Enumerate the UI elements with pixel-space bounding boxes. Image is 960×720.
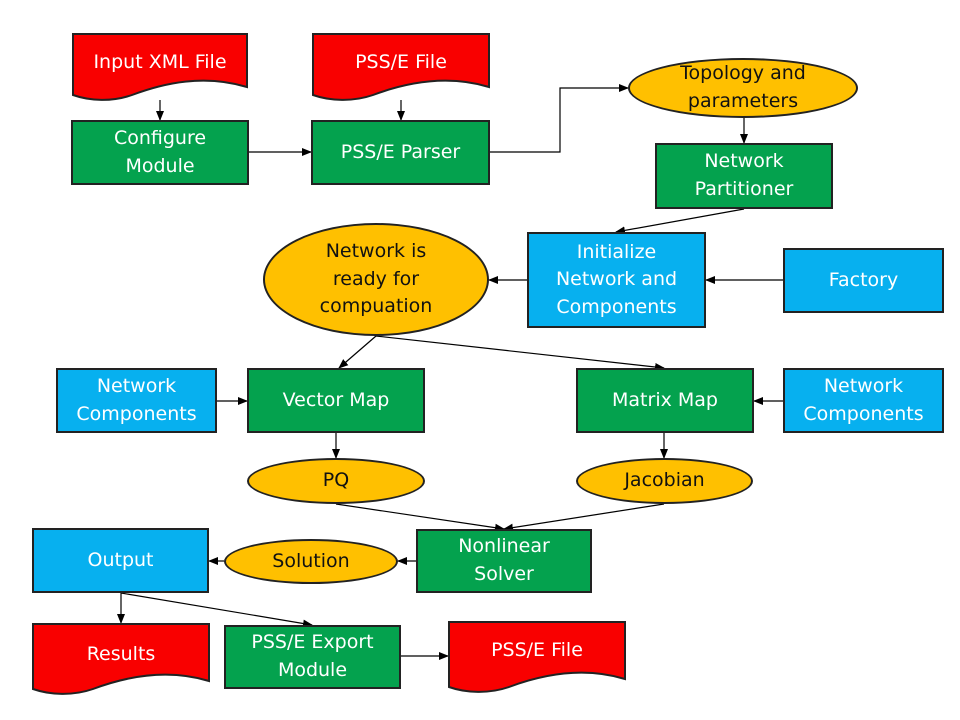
network-partitioner-box: Network Partitioner <box>655 143 833 209</box>
initialize-network-label: Initialize Network and Components <box>555 240 678 318</box>
network-components-left-box: Network Components <box>56 368 217 433</box>
configure-module-box: Configure Module <box>71 120 249 185</box>
psse-export-module-label: PSS/E Export Module <box>251 631 374 681</box>
factory-box: Factory <box>783 248 944 313</box>
topology-parameters-oval: Topology and parameters <box>628 58 858 118</box>
factory-label: Factory <box>828 268 899 291</box>
arrow-partitioner-to-initialize <box>615 208 745 235</box>
output-label: Output <box>87 548 154 571</box>
psse-parser-box: PSS/E Parser <box>311 120 490 185</box>
arrow-jacobian-to-solver <box>503 503 665 532</box>
psse-file-input-doc: PSS/E File <box>312 33 490 101</box>
solution-oval: Solution <box>224 539 398 584</box>
matrix-map-box: Matrix Map <box>576 368 754 433</box>
nonlinear-solver-label: Nonlinear Solver <box>458 535 550 585</box>
configure-module-label: Configure Module <box>113 126 207 177</box>
jacobian-label: Jacobian <box>624 469 705 492</box>
solution-label: Solution <box>272 549 350 572</box>
arrow-ready-to-vector <box>338 335 377 369</box>
arrow-parser-to-topology <box>490 84 629 153</box>
topology-parameters-label: Topology and parameters <box>680 62 806 112</box>
psse-file-output-label: PSS/E File <box>491 639 583 661</box>
network-components-right-box: Network Components <box>783 368 944 433</box>
nonlinear-solver-box: Nonlinear Solver <box>416 529 592 593</box>
network-ready-label: Network is ready for compuation <box>319 240 433 318</box>
initialize-network-box: Initialize Network and Components <box>527 232 706 328</box>
network-ready-oval: Network is ready for compuation <box>263 223 489 336</box>
output-box: Output <box>32 528 209 593</box>
jacobian-oval: Jacobian <box>576 458 753 504</box>
results-doc: Results <box>32 623 210 695</box>
psse-parser-label: PSS/E Parser <box>340 140 461 163</box>
matrix-map-label: Matrix Map <box>612 388 718 411</box>
arrow-output-to-export <box>120 592 313 628</box>
vector-map-label: Vector Map <box>282 388 390 411</box>
results-label: Results <box>87 643 156 665</box>
psse-file-output-doc: PSS/E File <box>448 621 626 693</box>
psse-file-input-label: PSS/E File <box>355 51 447 73</box>
arrow-pq-to-solver <box>335 503 505 532</box>
input-xml-file-doc: Input XML File <box>72 33 248 101</box>
network-components-right-label: Network Components <box>803 374 924 425</box>
network-components-left-label: Network Components <box>76 374 197 425</box>
pq-oval: PQ <box>247 458 425 504</box>
network-partitioner-label: Network Partitioner <box>694 150 794 200</box>
pq-label: PQ <box>322 469 350 492</box>
vector-map-box: Vector Map <box>247 368 425 433</box>
input-xml-file-label: Input XML File <box>93 51 226 73</box>
psse-export-module-box: PSS/E Export Module <box>224 625 401 689</box>
arrow-ready-to-matrix <box>375 335 665 371</box>
